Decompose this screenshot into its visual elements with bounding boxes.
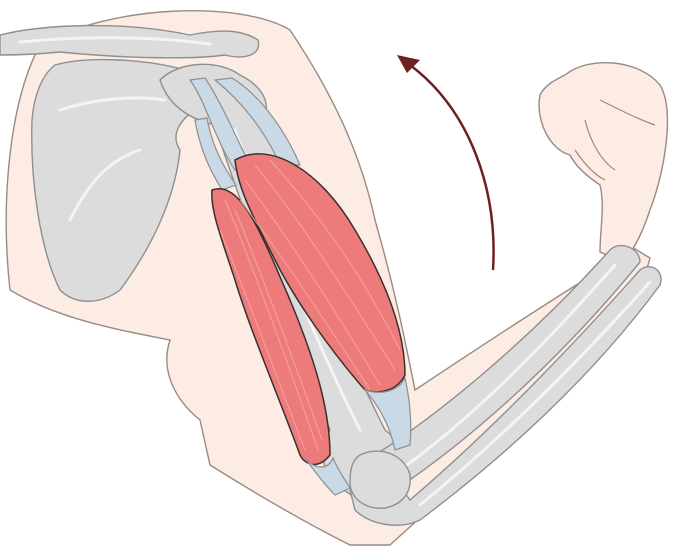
flexion-arrow — [397, 55, 494, 270]
hand-skin — [539, 63, 667, 262]
elbow-joint — [350, 451, 410, 508]
flexion-arrow-shaft — [410, 65, 494, 270]
radius — [375, 246, 640, 490]
